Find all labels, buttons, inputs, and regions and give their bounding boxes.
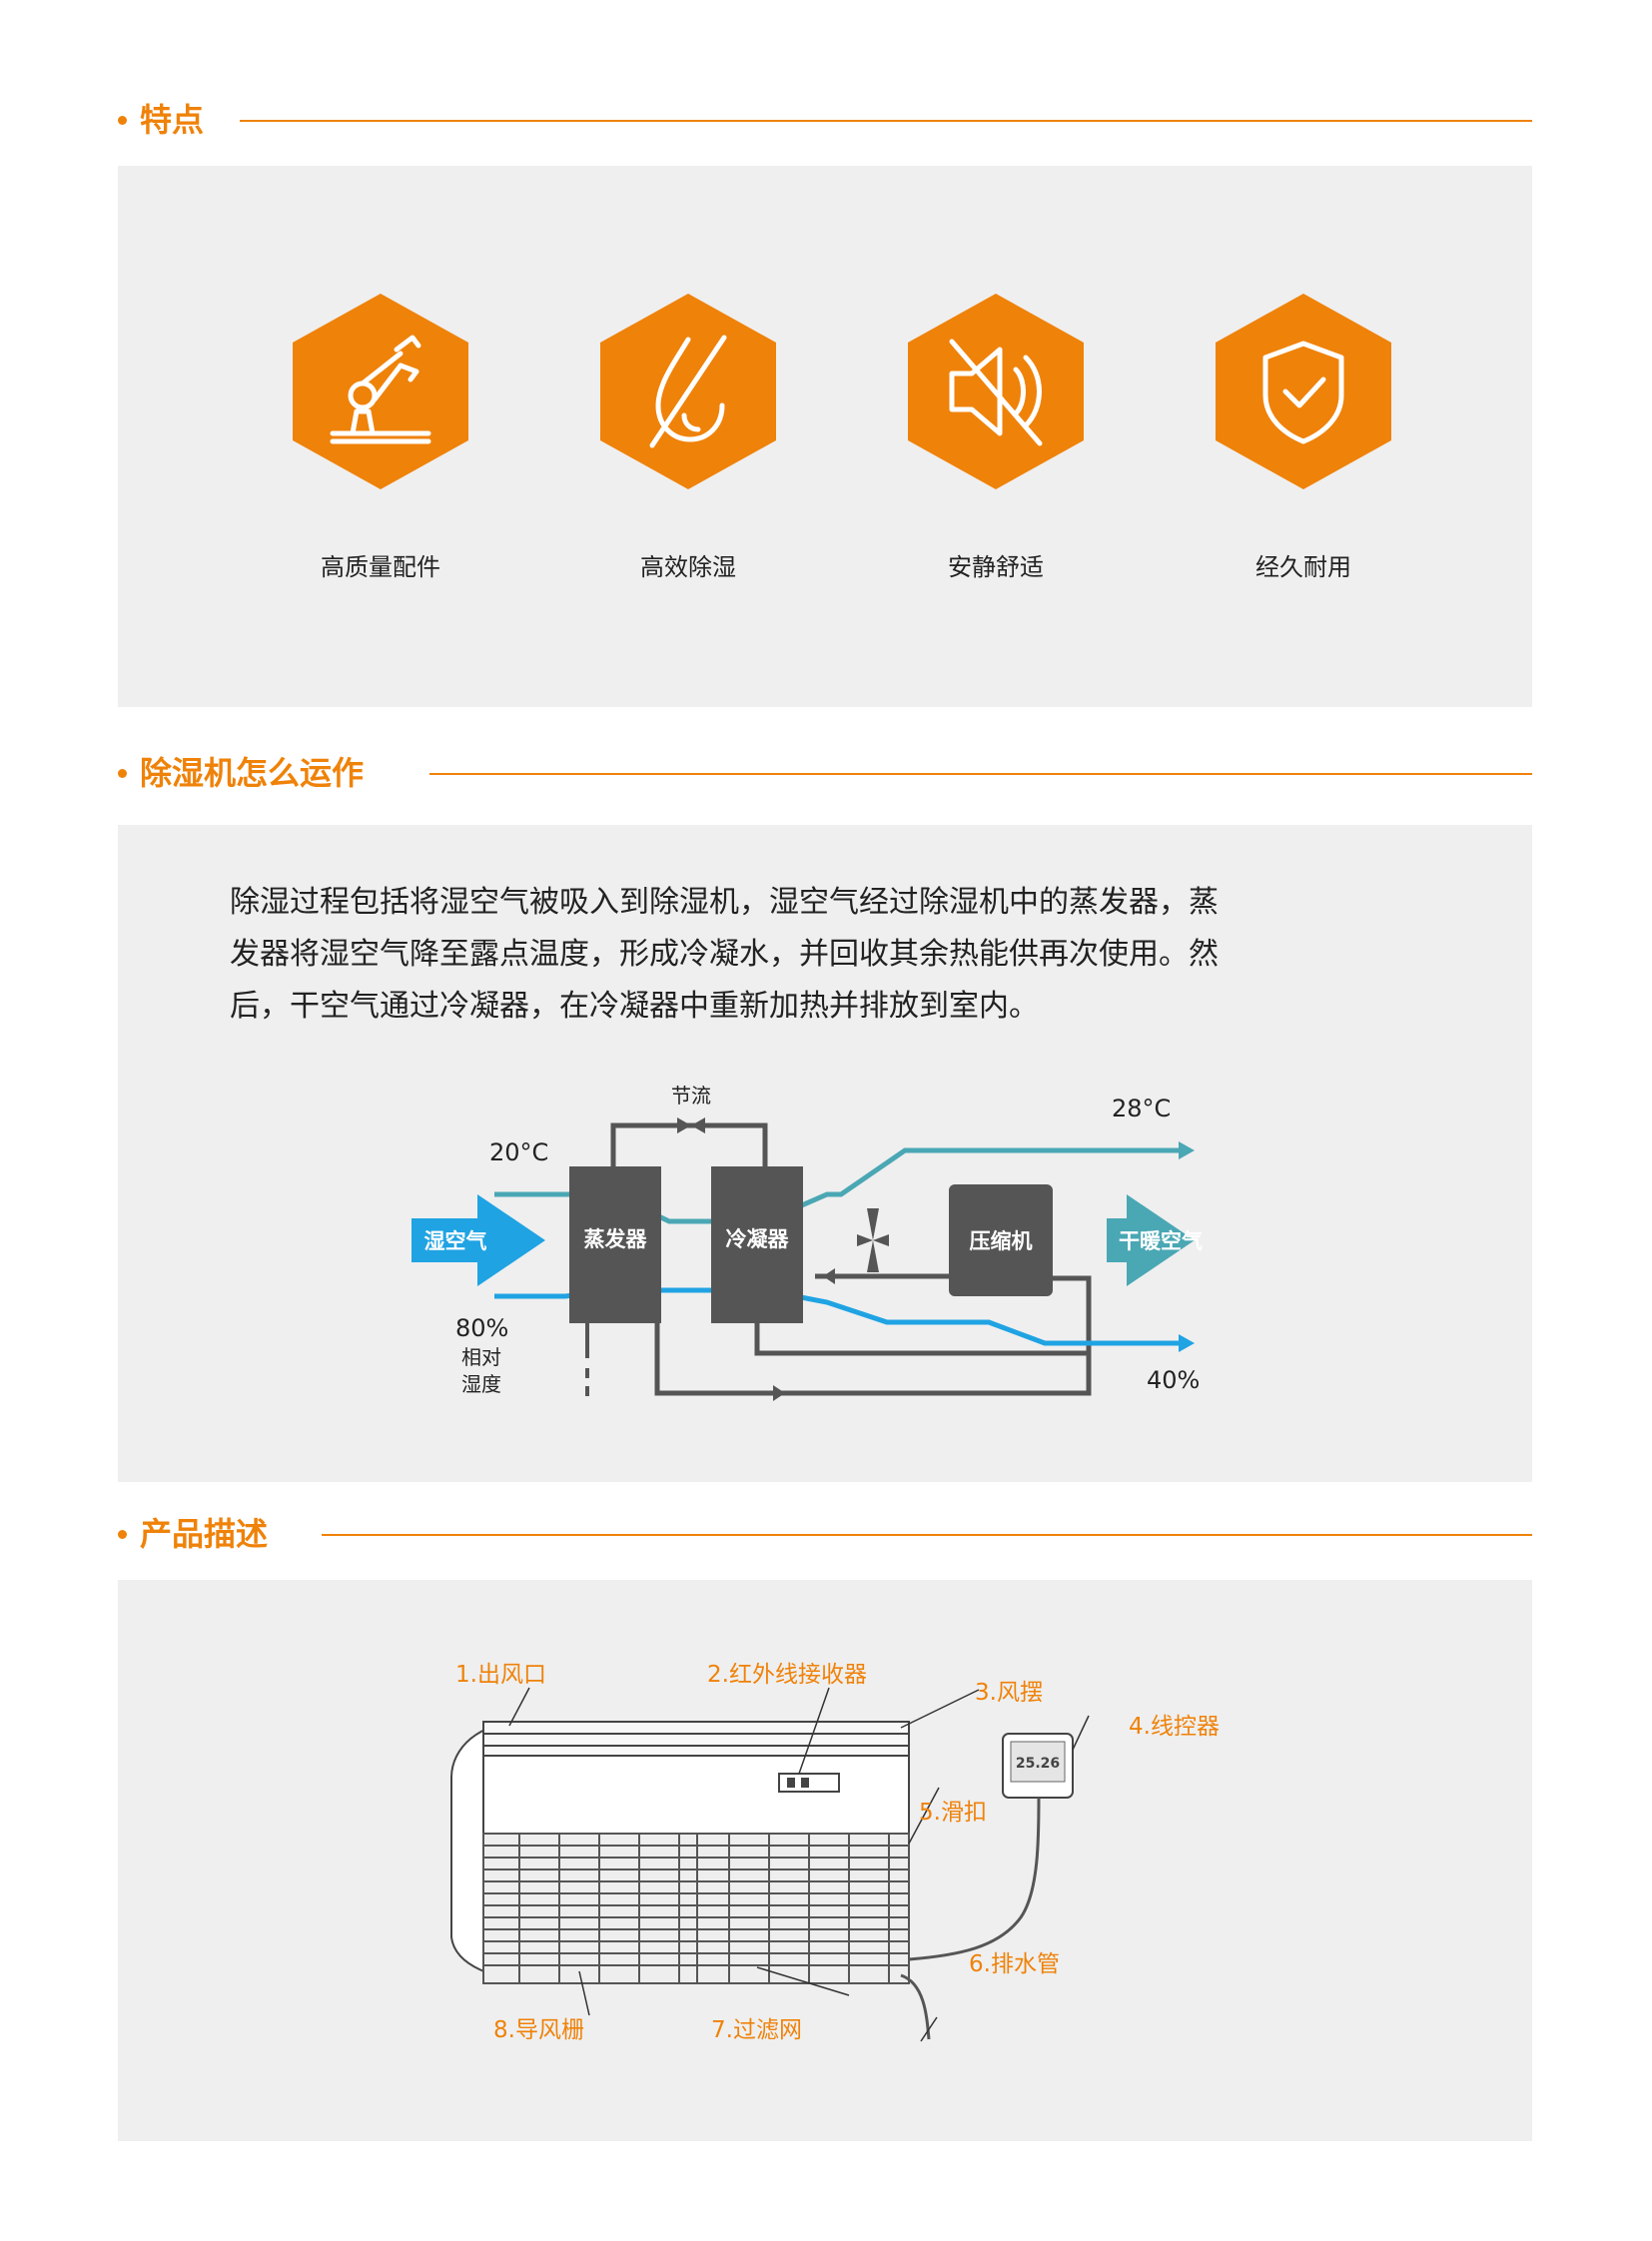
bullet-dot bbox=[118, 769, 127, 778]
arrow-right-icon bbox=[1179, 1334, 1195, 1352]
dry-warm-air-arrow bbox=[1107, 1194, 1195, 1286]
section-header-features: 特点 bbox=[118, 100, 1532, 140]
feature-label: 高质量配件 bbox=[321, 553, 440, 581]
part-label: 7.过滤网 bbox=[711, 2017, 802, 2043]
wire-controller: 25.26 bbox=[1002, 1733, 1074, 1799]
description-line: 除湿过程包括将湿空气被吸入到除湿机，湿空气经过除湿机中的蒸发器，蒸 bbox=[230, 885, 1219, 920]
drain-hose bbox=[900, 1973, 931, 2040]
section-title: 特点 bbox=[140, 101, 205, 139]
humidity-label: 湿度 bbox=[461, 1372, 501, 1396]
evaporator-label: 蒸发器 bbox=[584, 1227, 648, 1251]
part-label: 3.风摆 bbox=[975, 1680, 1043, 1706]
humidity-out-label: 40% bbox=[1147, 1366, 1200, 1394]
feature-label: 高效除湿 bbox=[640, 553, 736, 581]
feature-durable: 经久耐用 bbox=[1199, 294, 1408, 582]
condenser-label: 冷凝器 bbox=[726, 1227, 790, 1251]
flow-arrow-icon bbox=[773, 1385, 785, 1401]
air-guide-grille bbox=[482, 1833, 910, 1984]
dehumidifier-process-diagram: 节流 20°C 28°C 80% 相对 湿度 40% 湿空气 蒸发器 冷凝器 压… bbox=[412, 1084, 1203, 1401]
part-label: 5.滑扣 bbox=[919, 1800, 987, 1826]
howitworks-panel bbox=[118, 825, 1532, 1482]
bullet-dot bbox=[118, 116, 127, 125]
speaker-mute-icon bbox=[908, 294, 1084, 489]
evaporator-box bbox=[569, 1166, 661, 1323]
throttle-valve-icon bbox=[677, 1118, 691, 1133]
temp-out-label: 28°C bbox=[1112, 1095, 1171, 1122]
wet-air-label: 湿空气 bbox=[424, 1229, 487, 1253]
compressor-box bbox=[949, 1184, 1053, 1296]
section-header-product: 产品描述 bbox=[118, 1514, 1532, 1554]
divider-line bbox=[240, 120, 1532, 122]
product-diagram: 25.26 1.出风口 2.红外线接收器 3.风摆 4.线控器 5.滑扣 6.排… bbox=[450, 1662, 1220, 2043]
part-label: 8.导风栅 bbox=[493, 2017, 584, 2043]
throttle-valve-icon bbox=[691, 1118, 705, 1133]
flow-arrow-icon bbox=[823, 1268, 835, 1284]
receiver-indicator bbox=[787, 1778, 809, 1788]
description-line: 发器将湿空气降至露点温度，形成冷凝水，并回收其余热能供再次使用。然 bbox=[230, 937, 1219, 972]
features-panel: 高质量配件 高效除湿 安静舒适 bbox=[118, 166, 1532, 707]
feature-efficient-dehumidify: 高效除湿 bbox=[583, 294, 793, 582]
section-title: 产品描述 bbox=[140, 1515, 269, 1553]
section-header-howitworks: 除湿机怎么运作 bbox=[118, 753, 1532, 793]
divider-line bbox=[322, 1534, 1532, 1536]
dry-warm-air-label: 干暖空气 bbox=[1119, 1229, 1203, 1253]
feature-label: 安静舒适 bbox=[948, 553, 1044, 581]
bullet-dot bbox=[118, 1530, 127, 1539]
feature-high-quality-parts: 高质量配件 bbox=[276, 294, 485, 582]
compressor-label: 压缩机 bbox=[970, 1229, 1033, 1253]
robot-arm-icon bbox=[293, 294, 468, 489]
part-label: 6.排水管 bbox=[969, 1951, 1060, 1977]
water-drop-slash-icon bbox=[600, 294, 776, 489]
fan-icon bbox=[857, 1208, 889, 1272]
throttle-label: 节流 bbox=[671, 1084, 711, 1108]
temp-in-label: 20°C bbox=[489, 1138, 548, 1166]
shield-check-icon bbox=[1216, 294, 1391, 489]
feature-quiet-comfort: 安静舒适 bbox=[891, 294, 1101, 582]
arrow-right-icon bbox=[1179, 1141, 1195, 1159]
description-line: 后，干空气通过冷凝器，在冷凝器中重新加热并排放到室内。 bbox=[230, 989, 1039, 1024]
divider-line bbox=[429, 773, 1532, 775]
humidity-in-label: 80% bbox=[455, 1314, 508, 1342]
feature-label: 经久耐用 bbox=[1255, 553, 1351, 581]
controller-screen-text: 25.26 bbox=[1016, 1756, 1060, 1772]
leader-lines bbox=[508, 1687, 1090, 2042]
description-text: 除湿过程包括将湿空气被吸入到除湿机，湿空气经过除湿机中的蒸发器，蒸 发器将湿空气… bbox=[230, 877, 1378, 1033]
section-title: 除湿机怎么运作 bbox=[140, 754, 365, 792]
wet-air-arrow bbox=[412, 1194, 545, 1286]
humidity-label: 相对 bbox=[461, 1345, 501, 1369]
part-label: 2.红外线接收器 bbox=[707, 1662, 867, 1688]
condenser-box bbox=[711, 1166, 803, 1323]
part-label: 1.出风口 bbox=[455, 1662, 546, 1688]
drain-pipe bbox=[908, 1797, 1041, 1961]
part-label: 4.线控器 bbox=[1129, 1714, 1220, 1740]
